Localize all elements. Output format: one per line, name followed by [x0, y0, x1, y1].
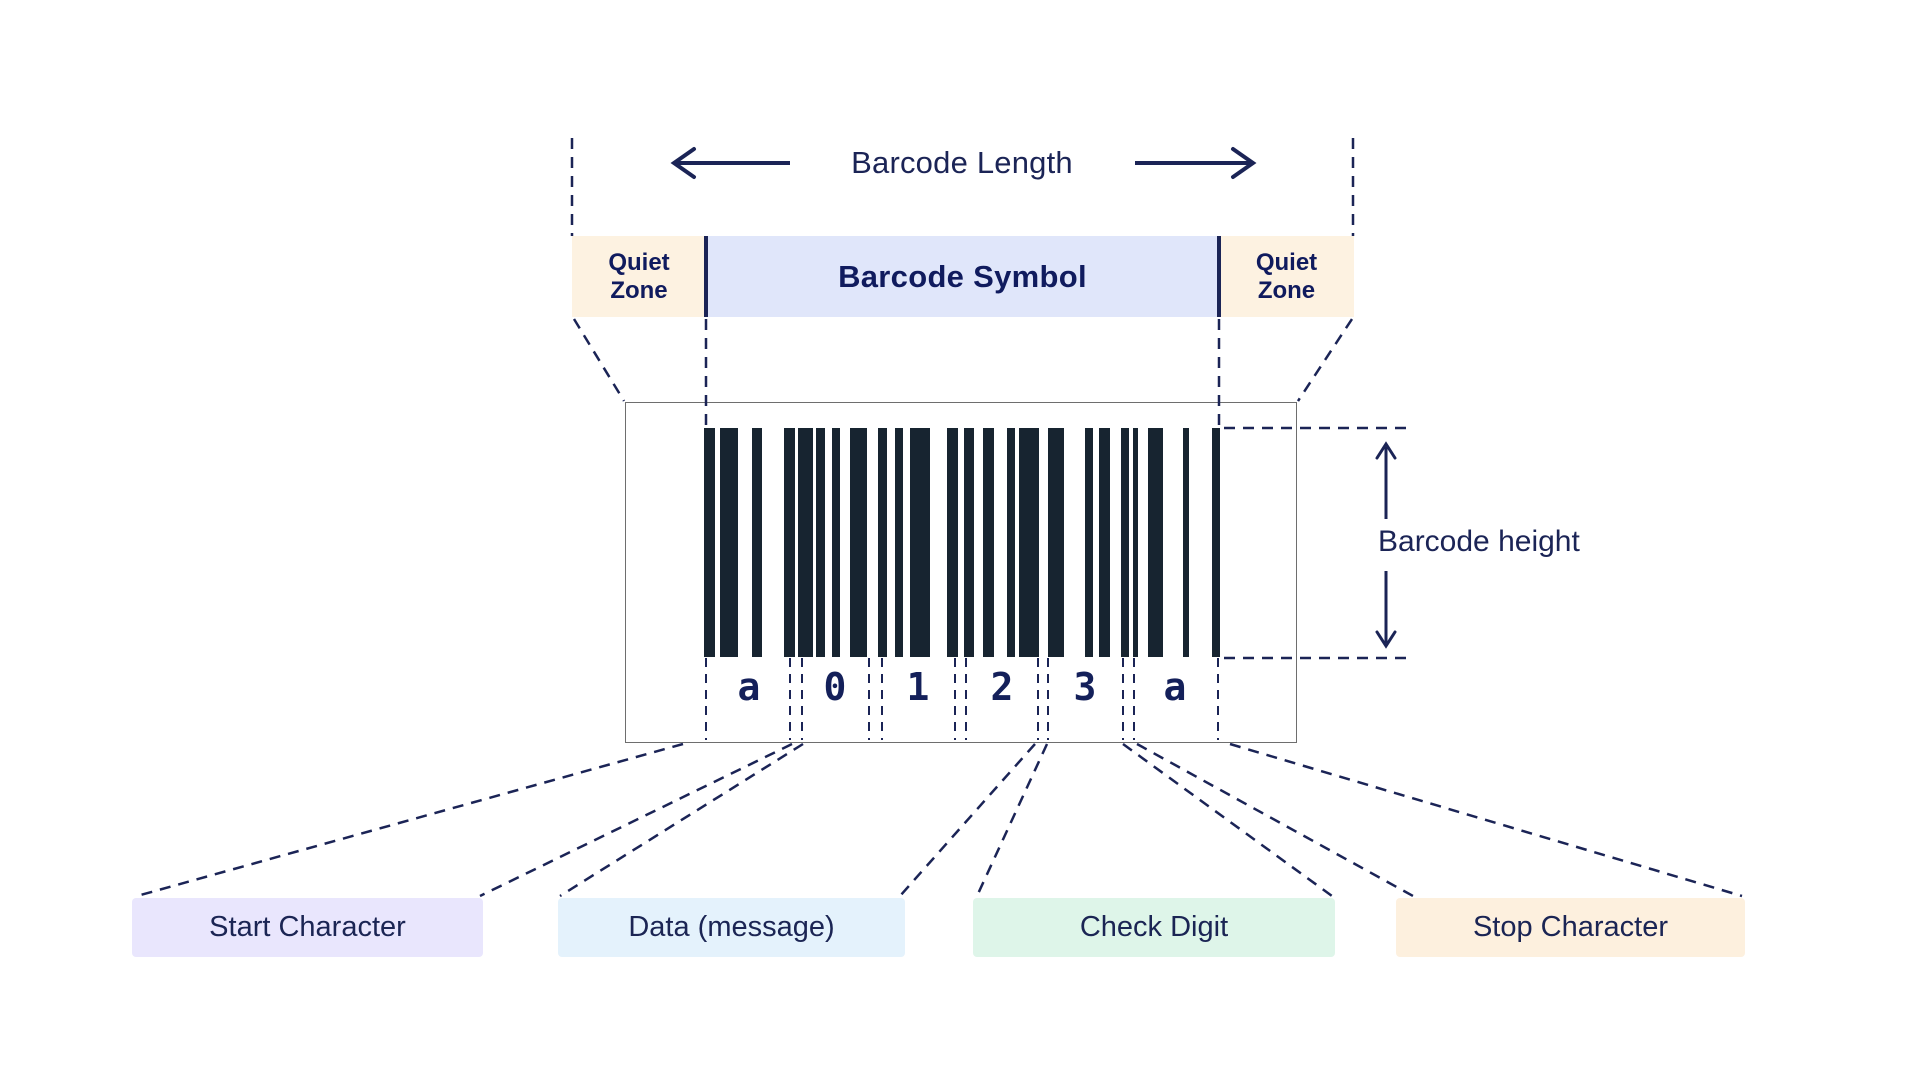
quiet-zone-right-band: Quiet Zone — [1219, 236, 1354, 317]
barcode-length-label: Barcode Length — [851, 145, 1073, 180]
legend-stop-character: Stop Character — [1396, 898, 1745, 957]
barcode-character: 2 — [990, 665, 1014, 709]
barcode-bar — [1148, 428, 1163, 657]
barcode-bar — [704, 428, 715, 657]
height-arrow-down-head — [1375, 630, 1397, 649]
zoom-diagonal-right — [1296, 318, 1354, 402]
legend-leader-3 — [899, 743, 1036, 897]
legend-leader-4 — [975, 743, 1049, 897]
legend-leader-6 — [1136, 742, 1414, 898]
barcode-character: 1 — [906, 665, 930, 709]
barcode-bar — [947, 428, 958, 657]
barcode-bar — [798, 428, 813, 657]
barcode-bar — [895, 428, 903, 657]
barcode-character: 3 — [1073, 665, 1097, 709]
barcode-character: a — [1163, 665, 1187, 709]
barcode-bar — [850, 428, 867, 657]
barcode-height-label: Barcode height — [1378, 525, 1580, 558]
legend-leader-7 — [1229, 742, 1743, 898]
barcode-character: 0 — [823, 665, 847, 709]
barcode-bar — [816, 428, 825, 657]
barcode-bar — [1019, 428, 1039, 657]
barcode-bar — [1085, 428, 1093, 657]
barcode-bar — [1121, 428, 1129, 657]
legend-data-message: Data (message) — [558, 898, 905, 957]
barcode-bar — [983, 428, 994, 657]
barcode-bar — [1133, 428, 1138, 657]
quiet-zone-left-band: Quiet Zone — [572, 236, 706, 317]
barcode-bar — [752, 428, 762, 657]
legend-start-character: Start Character — [132, 898, 483, 957]
height-arrow-up-head — [1375, 441, 1397, 460]
barcode-symbol-band: Barcode Symbol — [706, 236, 1219, 317]
length-arrow-right-head — [1231, 147, 1257, 179]
barcode-bar — [784, 428, 795, 657]
legend-leader-2 — [559, 742, 804, 898]
barcode-bar — [878, 428, 887, 657]
barcode-bar — [964, 428, 974, 657]
barcode-bar — [832, 428, 840, 657]
legend-leader-1 — [479, 742, 793, 898]
barcode-bar — [1099, 428, 1110, 657]
barcode-bar — [910, 428, 930, 657]
barcode-bar — [720, 428, 738, 657]
zoom-diagonal-left — [572, 318, 626, 402]
barcode-bar — [1212, 428, 1220, 657]
legend-leader-5 — [1122, 742, 1333, 898]
barcode-bar — [1007, 428, 1015, 657]
barcode-bar — [1048, 428, 1064, 657]
barcode-character: a — [737, 665, 761, 709]
barcode-bar — [1183, 428, 1189, 657]
legend-leader-0 — [136, 742, 684, 898]
legend-check-digit: Check Digit — [973, 898, 1335, 957]
length-arrow-left-head — [670, 147, 696, 179]
